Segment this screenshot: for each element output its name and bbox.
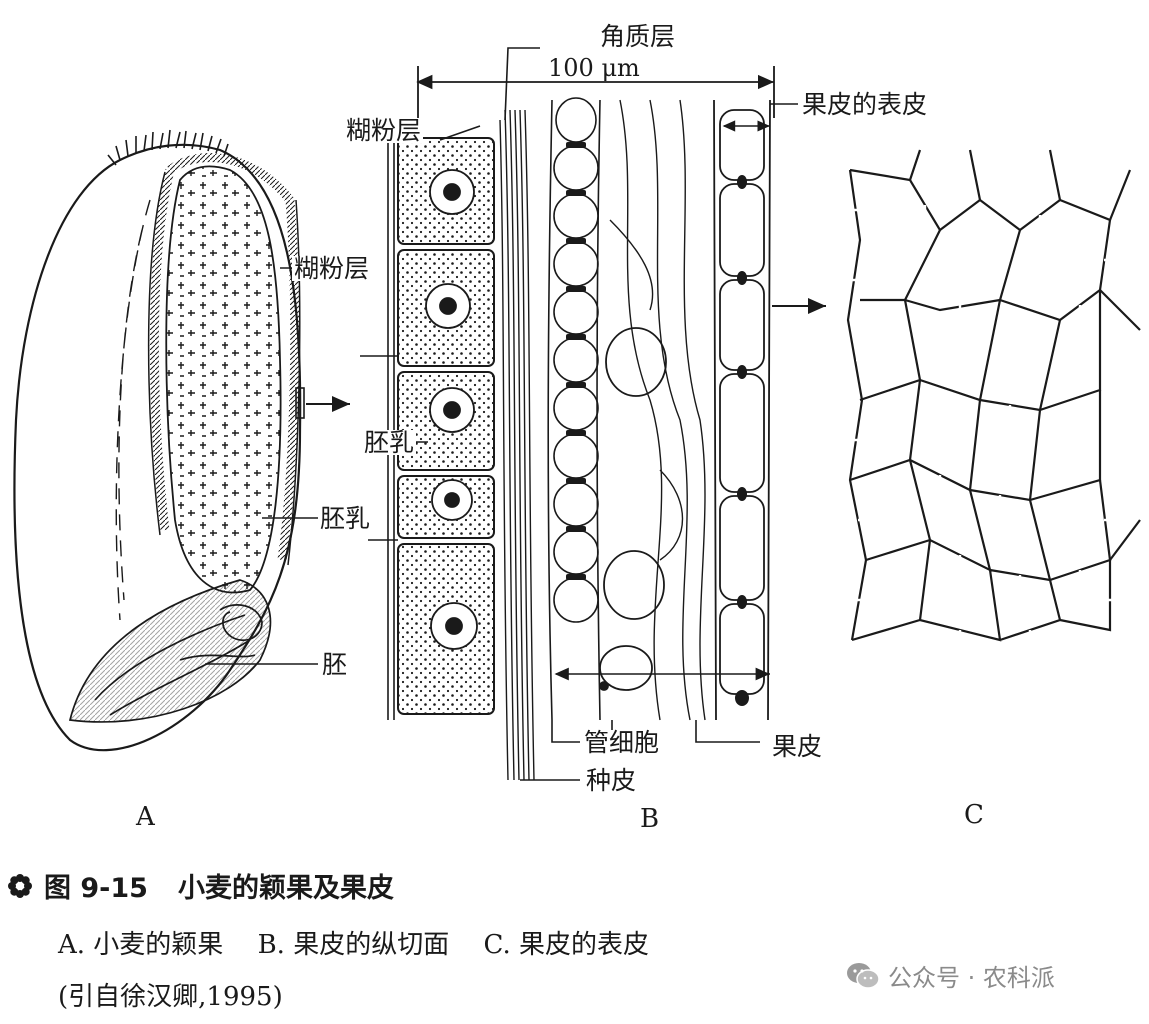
panel-letter-b: B <box>640 804 660 834</box>
embryo-drawing <box>68 579 272 723</box>
seed-coat-layers <box>499 109 535 781</box>
figure: 角质层 100 μm 果皮的表皮 糊粉层 糊粉层 胚乳 胚乳 胚 管细胞 果皮 … <box>13 22 1141 834</box>
label-cuticle: 角质层 <box>598 22 678 51</box>
aleurone-cells <box>360 120 495 720</box>
wechat-icon <box>847 962 880 989</box>
aleurone-band-a <box>149 153 300 561</box>
caption-part-c: C. 果皮的表皮 <box>483 930 649 960</box>
panel-c-epidermis <box>846 149 1141 642</box>
figure-title: 小麦的颖果及果皮 <box>177 873 394 904</box>
watermark-text: 公众号 · 农科派 <box>888 964 1055 992</box>
nuclei <box>425 169 478 650</box>
panel-letter-c: C <box>964 800 984 830</box>
caption-source: (引自徐汉卿,1995) <box>58 982 283 1012</box>
panel-b-section <box>360 47 826 781</box>
tube-cells <box>599 327 667 691</box>
flower-bullet-icon <box>8 873 32 898</box>
figure-drawing <box>13 47 1141 781</box>
label-aleurone-a: 糊粉层 <box>292 254 372 283</box>
label-pericarp-epidermis: 果皮的表皮 <box>800 90 930 119</box>
label-seed-coat: 种皮 <box>584 766 639 795</box>
endosperm-region <box>165 165 282 594</box>
label-aleurone-b: 糊粉层 <box>344 116 424 145</box>
label-tube-cell: 管细胞 <box>582 728 662 757</box>
caption-part-b: B. 果皮的纵切面 <box>257 930 450 960</box>
panel-letter-a: A <box>136 802 155 832</box>
epidermis-net <box>846 149 1141 642</box>
caption-parts: A. 小麦的颖果 B. 果皮的纵切面 C. 果皮的表皮 <box>58 924 675 961</box>
scale-bar <box>416 66 775 118</box>
label-scale-bar: 100 μm <box>546 54 642 82</box>
label-embryo: 胚 <box>320 650 350 679</box>
mesocarp-lines <box>609 99 706 721</box>
label-endosperm-b: 胚乳 <box>362 428 417 457</box>
panel-a-caryopsis <box>13 129 350 752</box>
label-pericarp: 果皮 <box>770 732 825 761</box>
epidermis-pits <box>852 205 1114 640</box>
caption-title: 图 9-15 小麦的颖果及果皮 <box>8 866 394 905</box>
caption-part-a: A. 小麦的颖果 <box>58 930 224 960</box>
figure-number: 图 9-15 <box>44 873 148 904</box>
brush-hairs <box>107 129 229 166</box>
cross-cell-chain <box>547 97 601 721</box>
watermark: 公众号 · 农科派 <box>846 958 1055 993</box>
epicarp-cells <box>713 99 771 721</box>
label-endosperm-a: 胚乳 <box>318 504 373 533</box>
